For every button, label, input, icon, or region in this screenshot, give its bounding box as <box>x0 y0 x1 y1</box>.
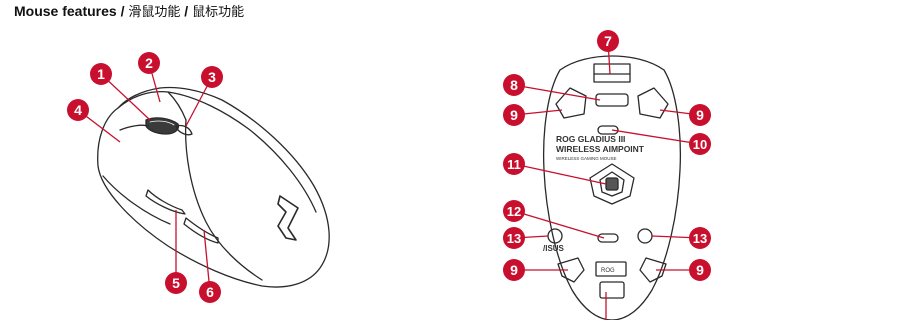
connection-switch <box>595 93 629 107</box>
pairing-button <box>597 233 619 243</box>
skate-bottom-left <box>557 257 585 283</box>
callout-9-top-right: 9 <box>689 104 711 126</box>
callout-5: 5 <box>165 272 187 294</box>
svg-text:11: 11 <box>507 157 521 172</box>
mouse-side-view <box>97 86 330 288</box>
skate-top-right <box>637 87 669 119</box>
callout-8: 8 <box>503 74 525 96</box>
screw-right <box>637 228 653 244</box>
heading-english: Mouse features <box>14 3 117 19</box>
svg-text:7: 7 <box>604 33 612 49</box>
svg-text:9: 9 <box>696 107 704 123</box>
page-heading: Mouse features / 滑鼠功能 / 鼠标功能 <box>14 1 244 20</box>
callout-4: 4 <box>67 99 89 121</box>
skate-bottom-right <box>639 257 667 283</box>
svg-text:3: 3 <box>208 69 216 85</box>
mouse-bottom-view <box>543 55 681 320</box>
sensor-lens <box>605 177 619 191</box>
bottom-tail-foot <box>599 281 625 299</box>
callout-2: 2 <box>138 52 160 74</box>
heading-separator: / <box>180 3 193 19</box>
left-button-shell <box>117 90 187 121</box>
svg-text:9: 9 <box>510 107 518 123</box>
button-seam <box>167 91 317 213</box>
right-callouts: 7 8 9 9 10 11 12 13 <box>503 30 711 281</box>
callout-9-bottom-right: 9 <box>689 259 711 281</box>
callout-3: 3 <box>201 66 223 88</box>
rog-logo <box>277 195 299 241</box>
svg-text:13: 13 <box>507 231 521 246</box>
bottom-outline <box>543 55 681 320</box>
callout-13-left: 13 <box>503 227 525 249</box>
side-groove <box>102 175 171 225</box>
print-brand-line3: WIRELESS GAMING MOUSE <box>556 156 617 161</box>
print-brand-line2: WIRELESS AIMPOINT <box>556 144 645 154</box>
callout-11: 11 <box>503 153 525 175</box>
callout-13-right: 13 <box>689 227 711 249</box>
callout-12: 12 <box>503 200 525 222</box>
callout-6: 6 <box>199 281 221 303</box>
scroll-wheel-highlight <box>149 120 175 126</box>
callout-10: 10 <box>689 133 711 155</box>
svg-text:12: 12 <box>507 204 521 219</box>
callout-7: 7 <box>597 30 619 52</box>
left-button-edge <box>119 124 149 131</box>
sensor-inner <box>599 171 625 197</box>
svg-text:9: 9 <box>510 262 518 278</box>
callout-9-top-left: 9 <box>503 104 525 126</box>
sensor-housing <box>589 163 635 205</box>
heading-simplified-chinese: 鼠标功能 <box>192 5 245 20</box>
svg-text:5: 5 <box>172 275 180 291</box>
svg-text:1: 1 <box>97 66 105 82</box>
callout-9-bottom-left: 9 <box>503 259 525 281</box>
bottom-print: ROG GLADIUS III WIRELESS AIMPOINT WIRELE… <box>543 134 645 274</box>
left-callouts: 1 2 3 4 5 6 <box>67 52 223 303</box>
svg-text:6: 6 <box>206 284 214 300</box>
side-button-front <box>145 189 186 215</box>
usb-port <box>593 63 631 83</box>
print-rog-label: ROG <box>601 268 615 274</box>
svg-text:10: 10 <box>693 137 707 152</box>
heading-traditional-chinese: 滑鼠功能 <box>128 5 181 20</box>
callout-1: 1 <box>90 63 112 85</box>
skate-top-left <box>555 87 587 119</box>
svg-text:8: 8 <box>510 77 518 93</box>
print-brand-line1: ROG GLADIUS III <box>556 134 625 144</box>
side-panel-edge <box>185 119 263 281</box>
heading-separator: / <box>116 3 129 19</box>
dpi-button-bottom <box>597 125 619 135</box>
mouse-body-outline <box>97 86 330 288</box>
svg-text:9: 9 <box>696 262 704 278</box>
scroll-wheel <box>145 117 180 135</box>
print-asus-logo: /ISUS <box>543 244 565 253</box>
bottom-label-plate <box>595 261 627 277</box>
svg-text:4: 4 <box>74 102 82 118</box>
dpi-button <box>175 124 193 136</box>
screw-left <box>547 228 563 244</box>
svg-text:13: 13 <box>693 231 707 246</box>
side-button-rear <box>183 217 219 244</box>
svg-text:2: 2 <box>145 55 153 71</box>
